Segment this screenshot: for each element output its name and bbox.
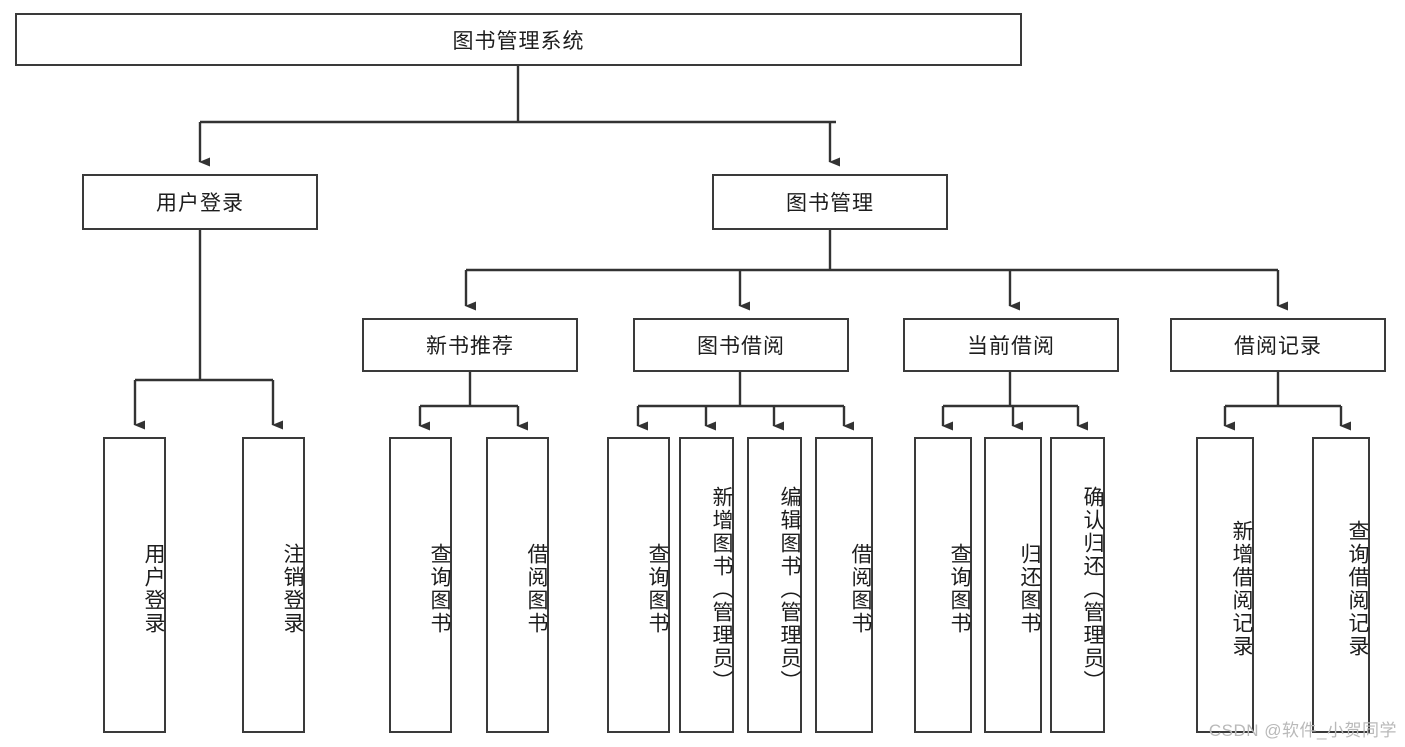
leaf-label: 用户登录 <box>142 543 165 635</box>
node-user-login[interactable]: 用户登录 <box>82 174 318 230</box>
node-label: 当前借阅 <box>967 335 1055 358</box>
node-label: 新书推荐 <box>426 335 514 358</box>
leaf-user-login[interactable]: 用户登录 <box>103 437 166 733</box>
leaf-add-book-admin[interactable]: 新增图书（管理员） <box>679 437 734 733</box>
leaf-query-book-3[interactable]: 查询图书 <box>914 437 972 733</box>
leaf-label: 查询图书 <box>646 543 669 635</box>
node-current-borrow[interactable]: 当前借阅 <box>903 318 1119 372</box>
node-root-label: 图书管理系统 <box>452 29 585 53</box>
node-book-borrow[interactable]: 图书借阅 <box>633 318 849 372</box>
leaf-borrow-book-1[interactable]: 借阅图书 <box>486 437 549 733</box>
leaf-query-borrow-record[interactable]: 查询借阅记录 <box>1312 437 1370 733</box>
watermark-text: CSDN @软件_小贺同学 <box>1208 721 1397 740</box>
leaf-query-book-2[interactable]: 查询图书 <box>607 437 670 733</box>
leaf-label: 注销登录 <box>281 543 304 635</box>
leaf-label: 查询图书 <box>428 543 451 635</box>
node-book-management[interactable]: 图书管理 <box>712 174 948 230</box>
leaf-label: 借阅图书 <box>525 543 548 635</box>
node-root[interactable]: 图书管理系统 <box>15 13 1022 66</box>
node-label: 图书借阅 <box>697 335 785 358</box>
leaf-label: 归还图书 <box>1018 543 1041 635</box>
leaf-label: 新增借阅记录 <box>1230 520 1253 658</box>
leaf-edit-book-admin[interactable]: 编辑图书（管理员） <box>747 437 802 733</box>
leaf-borrow-book-2[interactable]: 借阅图书 <box>815 437 873 733</box>
node-new-book-recommend[interactable]: 新书推荐 <box>362 318 578 372</box>
leaf-label: 借阅图书 <box>849 543 872 635</box>
leaf-confirm-return-admin[interactable]: 确认归还（管理员） <box>1050 437 1105 733</box>
leaf-query-book-1[interactable]: 查询图书 <box>389 437 452 733</box>
node-label: 图书管理 <box>786 192 874 215</box>
node-label: 用户登录 <box>156 192 244 215</box>
node-label: 借阅记录 <box>1234 335 1322 358</box>
node-borrow-record[interactable]: 借阅记录 <box>1170 318 1386 372</box>
leaf-label: 查询借阅记录 <box>1346 520 1369 658</box>
leaf-label: 查询图书 <box>948 543 971 635</box>
leaf-label: 编辑图书（管理员） <box>778 485 801 693</box>
leaf-add-borrow-record[interactable]: 新增借阅记录 <box>1196 437 1254 733</box>
leaf-return-book[interactable]: 归还图书 <box>984 437 1042 733</box>
leaf-label: 确认归还（管理员） <box>1081 485 1104 693</box>
leaf-label: 新增图书（管理员） <box>710 485 733 693</box>
leaf-logout[interactable]: 注销登录 <box>242 437 305 733</box>
